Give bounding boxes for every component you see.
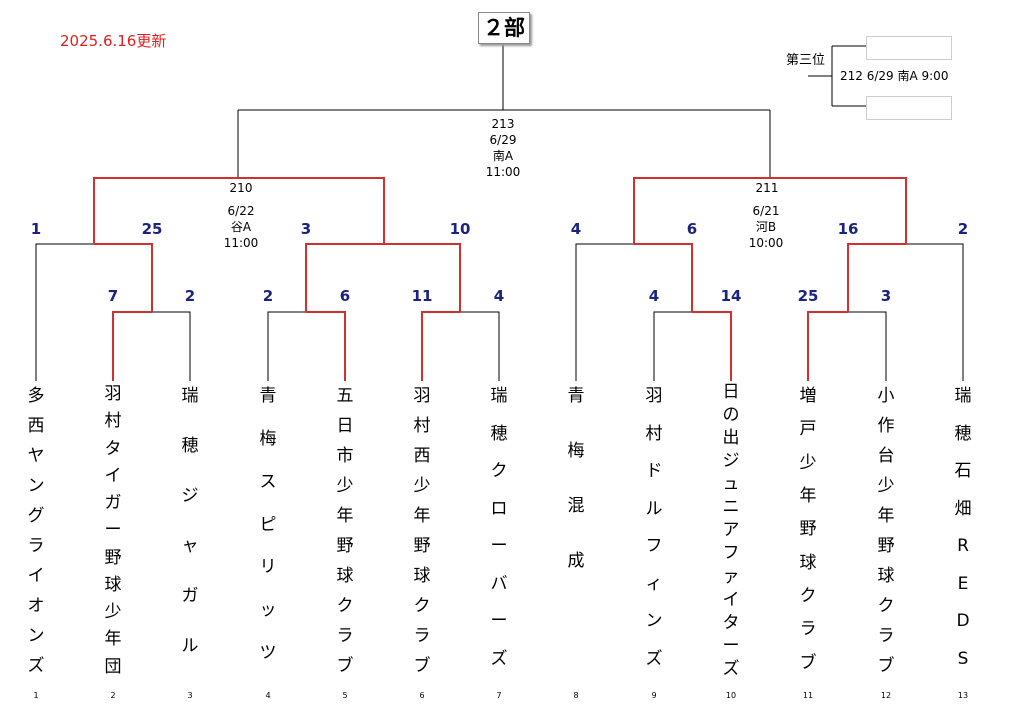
division-title: ２部	[478, 12, 530, 44]
match-venue: 谷A	[230, 220, 252, 234]
score-label: 6	[686, 220, 698, 238]
team-name: 瑞穂クローバーズ	[490, 386, 508, 669]
team-name: 多西ヤングライオンズ	[27, 386, 45, 676]
team-number: 5	[342, 691, 348, 700]
score-label: 2	[957, 220, 969, 238]
team-name: 増戸少年野球クラブ	[799, 386, 817, 673]
team-number: 3	[187, 691, 193, 700]
score-label: 7	[107, 287, 119, 305]
score-label: 16	[837, 220, 859, 238]
bracket-black-lines	[35, 42, 964, 381]
match-venue: 南A	[492, 149, 514, 163]
match-211-number: 211	[755, 181, 779, 195]
team-number: 12	[880, 691, 892, 700]
third-place-info: 212 6/29 南A 9:00	[840, 69, 949, 83]
team-name: 瑞穂ジャガル	[181, 386, 199, 656]
score-label: 3	[300, 220, 312, 238]
team-name: 青梅スピリッツ	[259, 386, 277, 664]
score-label: 10	[449, 220, 471, 238]
match-213-info: 213 6/29 南A 11:00	[478, 116, 528, 180]
match-211-info: 6/21 河B 10:00	[739, 203, 793, 251]
team-name: 青梅混成	[567, 386, 585, 571]
score-label: 1	[30, 220, 42, 238]
match-210-number: 210	[229, 181, 253, 195]
match-date: 6/22	[227, 204, 255, 218]
team-number: 9	[651, 691, 657, 700]
match-time: 10:00	[748, 236, 784, 250]
team-name: 羽村西少年野球クラブ	[413, 386, 431, 676]
team-number: 8	[573, 691, 579, 700]
score-label: 11	[411, 287, 433, 305]
score-label: 4	[648, 287, 660, 305]
third-place-slot-1	[866, 36, 952, 60]
team-name: 羽村タイガー野球少年団	[104, 384, 122, 677]
match-time: 11:00	[223, 236, 259, 250]
team-name: 小作台少年野球クラブ	[877, 386, 895, 676]
team-number: 6	[419, 691, 425, 700]
team-name: 羽村ドルフィンズ	[645, 386, 663, 669]
score-label: 25	[797, 287, 819, 305]
third-place-slot-2	[866, 96, 952, 120]
team-number: 11	[802, 691, 814, 700]
team-number: 10	[725, 691, 737, 700]
score-label: 6	[339, 287, 351, 305]
team-number: 4	[265, 691, 271, 700]
match-time: 11:00	[485, 165, 521, 179]
score-label: 3	[880, 287, 892, 305]
match-date: 6/29	[489, 133, 517, 147]
team-number: 13	[957, 691, 969, 700]
score-label: 14	[720, 287, 742, 305]
team-name: 日の出ジュニアファイターズ	[722, 382, 740, 679]
match-210-info: 6/22 谷A 11:00	[214, 203, 268, 251]
team-number: 7	[496, 691, 502, 700]
score-label: 2	[262, 287, 274, 305]
score-label: 2	[184, 287, 196, 305]
third-place-label: 第三位	[786, 53, 826, 68]
match-date: 6/21	[752, 204, 780, 218]
score-label: 25	[141, 220, 163, 238]
match-number: 213	[491, 117, 515, 131]
team-name: 五日市少年野球クラブ	[336, 386, 354, 676]
bracket-winner-lines	[93, 177, 907, 381]
team-number: 2	[110, 691, 116, 700]
update-date: 2025.6.16更新	[60, 32, 167, 50]
team-number: 1	[33, 691, 39, 700]
match-venue: 河B	[755, 220, 777, 234]
score-label: 4	[493, 287, 505, 305]
score-label: 4	[570, 220, 582, 238]
